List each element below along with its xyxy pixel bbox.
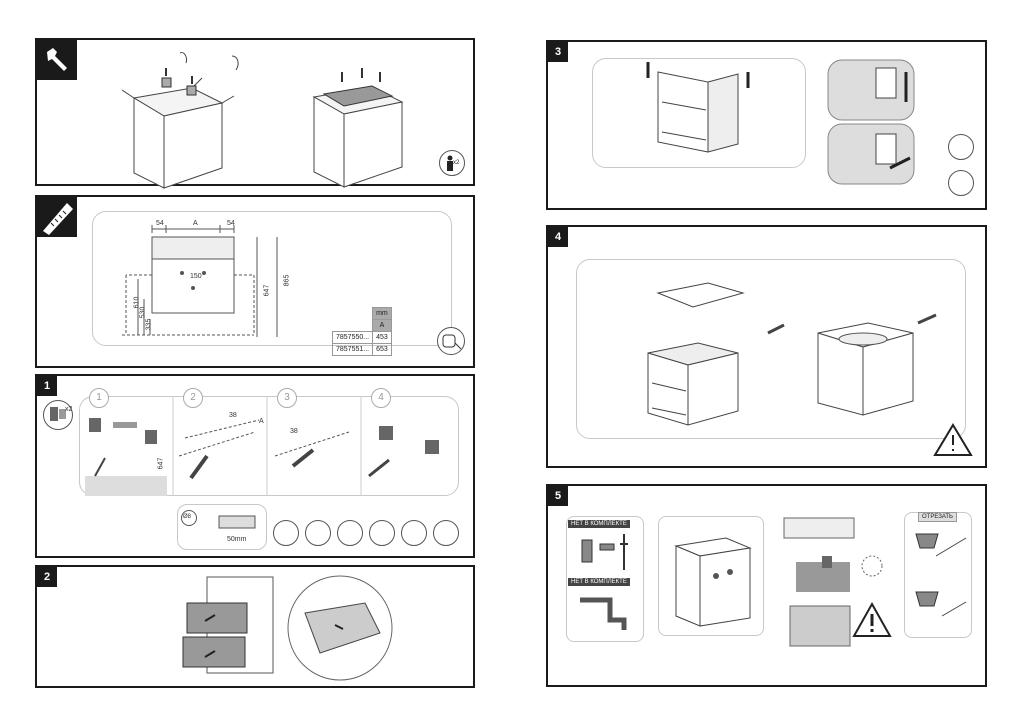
open-box-with-cabinet-illustration (312, 68, 404, 188)
panel-dimensions: 54 A 54 150 865 647 610 530 335 mm A 785… (35, 195, 475, 368)
screwdriver-icon (433, 520, 459, 546)
warning-sealant-icon (933, 423, 973, 456)
panel-step-5: 5 НЕТ В КОМПЛЕКТЕ НЕТ В КОМПЛЕКТЕ ОТРЕЗА… (546, 484, 987, 687)
caution-triangle-icon (852, 601, 892, 637)
siphon-illustration (580, 597, 627, 630)
dim-150: 150 (190, 273, 202, 280)
drain-cross-section (783, 517, 883, 647)
step-number: 1 (37, 376, 57, 396)
not-included-label-1: НЕТ В КОМПЛЕКТЕ (568, 520, 630, 528)
basin-installed-illustration (817, 313, 937, 416)
drill-bit-diameter (181, 510, 197, 526)
cabinet-connection-illustration (674, 537, 752, 627)
cabinet-dimension-drawing (122, 225, 278, 337)
spirit-level-icon (948, 134, 974, 160)
panel-step-4: 4 (546, 225, 987, 468)
dim-38-right: 38 (290, 428, 298, 435)
table-col-a: A (372, 319, 392, 332)
step-number: 5 (548, 486, 568, 506)
dim-335: 335 (145, 318, 153, 331)
screwdriver-icon (948, 170, 974, 196)
dim-54-right: 54 (227, 220, 235, 227)
step-number: 3 (548, 42, 568, 62)
dim-647-vertical: 647 (157, 457, 165, 470)
cut-frame (904, 512, 972, 638)
bracket-count: x2 (65, 406, 73, 413)
panel-unpack: x2 (35, 38, 475, 189)
dim-a-step1: A (259, 418, 264, 425)
drain-cut-illustration (915, 533, 967, 617)
table-row: 7857550...453 (331, 331, 392, 344)
panel-step-1: 1 x2 1 2 3 4 647 38 A 38 Ø8 50mm (35, 374, 475, 558)
tape-measure-icon (305, 520, 331, 546)
panel-step-3: 3 (546, 40, 987, 210)
open-box-illustration (121, 52, 239, 189)
dim-647: 647 (263, 284, 271, 297)
dim-865: 865 (283, 274, 291, 287)
panel-step-2: 2 (35, 565, 475, 688)
hammer-icon (401, 520, 427, 546)
wall-bracket-icon (43, 400, 73, 430)
substep-3: 3 (277, 388, 297, 408)
screw-adjustment-detail (827, 59, 915, 185)
model-dimension-table: mm A 7857550...453 7857551...653 (331, 307, 392, 356)
cabinet-hanging-illustration (646, 62, 750, 153)
tape-measure-icon (437, 327, 465, 355)
wrench-icon (37, 40, 77, 80)
step-1-illustrations (85, 396, 439, 496)
faucet-illustration (581, 534, 628, 570)
table-unit: mm (372, 307, 392, 320)
step-number: 4 (548, 227, 568, 247)
drawer-detail-magnifier (287, 575, 393, 681)
substep-4: 4 (371, 388, 391, 408)
pencil-icon (337, 520, 363, 546)
dim-38-left: 38 (229, 412, 237, 419)
dim-54-left: 54 (156, 220, 164, 227)
table-row: 7857551...653 (331, 343, 392, 356)
step-number: 2 (37, 567, 57, 587)
cut-label: ОТРЕЗАТЬ (918, 512, 957, 522)
dim-530: 530 (139, 306, 147, 319)
dim-a: A (193, 220, 198, 227)
drill-icon (369, 520, 395, 546)
person-count: x2 (453, 160, 460, 166)
drawer-removal-illustration (182, 576, 274, 674)
drill-depth: 50mm (227, 536, 247, 543)
two-person-icon: x2 (439, 150, 465, 176)
wall-plug-icon (218, 515, 256, 529)
substep-2: 2 (183, 388, 203, 408)
not-included-label-2: НЕТ В КОМПЛЕКТЕ (568, 578, 630, 586)
spirit-level-icon (273, 520, 299, 546)
basin-placement-illustration (647, 282, 785, 426)
drill-diameter: Ø8 (183, 514, 192, 520)
substep-1: 1 (89, 388, 109, 408)
ruler-icon (37, 197, 77, 237)
